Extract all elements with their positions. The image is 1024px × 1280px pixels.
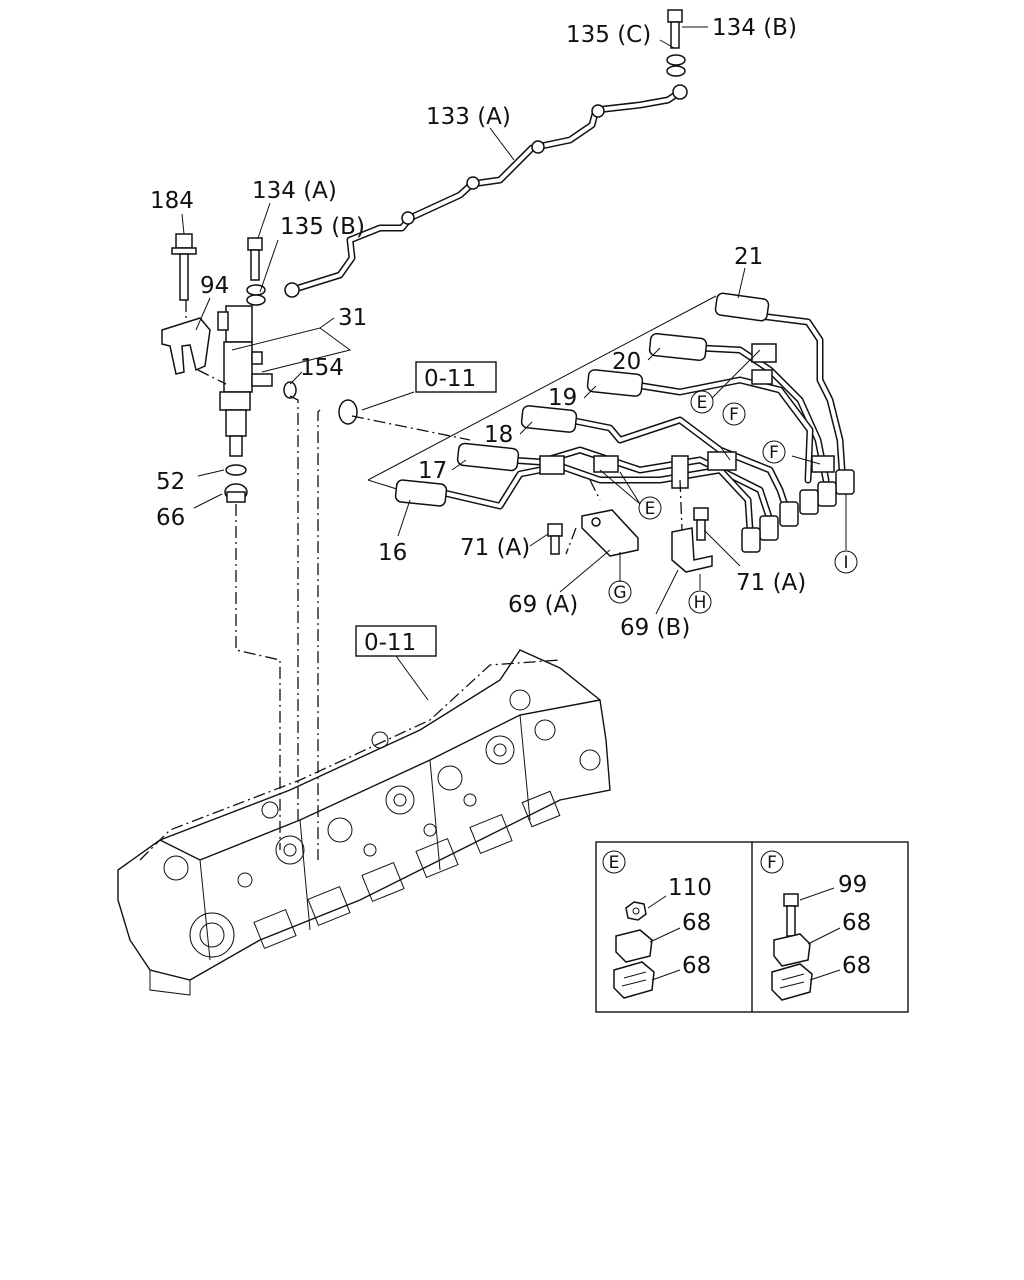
label-184: 184: [150, 188, 194, 214]
reference-box-upper: 0-11: [415, 361, 497, 393]
detail-f-marker: F: [767, 853, 777, 873]
detail-panel-f: F 99 68 68: [760, 850, 871, 1001]
marker-f-upper: F: [722, 402, 746, 426]
marker-h: H: [688, 590, 712, 614]
svg-text:H: H: [694, 593, 707, 613]
marker-e-upper: E: [690, 390, 714, 414]
label-69a: 69 (A): [508, 592, 578, 618]
alignment-lines: [185, 300, 471, 860]
marker-f-right: F: [762, 440, 786, 464]
injector-31: [217, 305, 297, 457]
label-19: 19: [548, 385, 577, 411]
bolt-134b: [666, 9, 686, 77]
label-94: 94: [200, 273, 229, 299]
label-71a-left: 71 (A): [460, 535, 530, 561]
label-133a: 133 (A): [426, 104, 511, 130]
label-71a-right: 71 (A): [736, 570, 806, 596]
marker-g: G: [608, 580, 632, 604]
svg-text:F: F: [769, 443, 779, 463]
cylinder-head: [117, 649, 611, 996]
label-16: 16: [378, 540, 407, 566]
marker-i: I: [834, 550, 858, 574]
bracket-69b: [671, 527, 713, 573]
detail-e-item-110: 110: [668, 875, 712, 901]
svg-text:F: F: [729, 405, 739, 425]
svg-text:E: E: [697, 393, 708, 413]
label-66: 66: [156, 505, 185, 531]
marker-e-lower: E: [638, 496, 662, 520]
detail-f-item-99: 99: [838, 872, 867, 898]
callout-labels: 135 (C) 134 (B) 133 (A) 184 134 (A) 135 …: [150, 15, 806, 641]
seal-66: [224, 483, 248, 503]
label-18: 18: [484, 422, 513, 448]
label-52: 52: [156, 469, 185, 495]
detail-f-item-68-lower: 68: [842, 953, 871, 979]
label-135c: 135 (C): [566, 22, 651, 48]
label-134a: 134 (A): [252, 178, 337, 204]
leader-lines-left: [181, 26, 708, 509]
svg-text:I: I: [843, 553, 848, 573]
bolt-134a: [246, 237, 266, 306]
label-20: 20: [612, 349, 641, 375]
svg-text:E: E: [645, 499, 656, 519]
svg-text:G: G: [613, 583, 626, 603]
label-69b: 69 (B): [620, 615, 690, 641]
washer-52: [225, 464, 247, 476]
detail-panel: E 110 68 68 F: [595, 841, 909, 1013]
label-154: 154: [300, 355, 344, 381]
label-21: 21: [734, 244, 763, 270]
detail-e-item-68-lower: 68: [682, 953, 711, 979]
fuel-return-pipe-133a: [284, 84, 688, 298]
label-135b: 135 (B): [280, 214, 365, 240]
bolt-71a-left: [547, 523, 563, 555]
bolt-71a-right: [693, 507, 709, 541]
reference-box-upper-text: 0-11: [424, 366, 476, 392]
leader-lines-pipes: [397, 267, 847, 615]
bracket-69a: [581, 509, 639, 557]
injection-pipes: [367, 292, 855, 553]
detail-f-item-68-upper: 68: [842, 910, 871, 936]
reference-box-lower-text: 0-11: [364, 630, 416, 656]
detail-e-marker: E: [609, 853, 620, 873]
label-134b: 134 (B): [712, 15, 797, 41]
bolt-184: [171, 233, 197, 301]
sleeve-seal: [338, 399, 358, 425]
label-31: 31: [338, 305, 367, 331]
detail-e-item-68-upper: 68: [682, 910, 711, 936]
detail-panel-e: E 110 68 68: [602, 850, 712, 999]
reference-box-lower: 0-11: [355, 625, 437, 701]
label-17: 17: [418, 458, 447, 484]
injector-clamp-94: [161, 317, 211, 375]
